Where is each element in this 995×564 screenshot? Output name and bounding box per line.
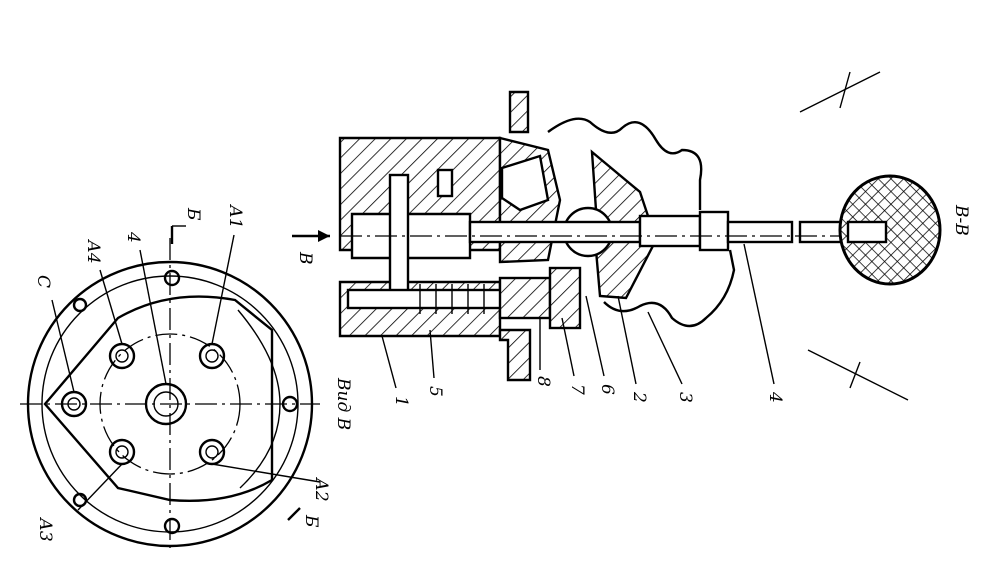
part-number-7: 7 (567, 384, 587, 395)
label-a1: А1 (225, 204, 245, 229)
section-title: В-В (951, 204, 971, 236)
cut-label-top: Б (183, 207, 203, 221)
cut-label-bottom: Б (301, 514, 321, 528)
part-number-1: 1 (391, 396, 411, 407)
part-number-5: 5 (425, 386, 445, 397)
section-view (292, 71, 940, 401)
view-caption: Вид В (333, 377, 353, 430)
label-a4: А4 (83, 239, 103, 264)
part-number-3: 3 (675, 392, 695, 403)
section-b-b (838, 174, 942, 286)
part-number-4: 4 (765, 391, 785, 403)
flange-view (20, 225, 321, 548)
arrow-label: В (295, 251, 315, 265)
label-c: С (33, 275, 53, 288)
label-center: 4 (123, 231, 143, 243)
part-number-6: 6 (597, 384, 617, 395)
part-number-8: 8 (533, 376, 553, 387)
part-number-2: 2 (629, 391, 649, 403)
label-a2: А2 (311, 477, 331, 502)
label-a3: А3 (35, 517, 55, 542)
